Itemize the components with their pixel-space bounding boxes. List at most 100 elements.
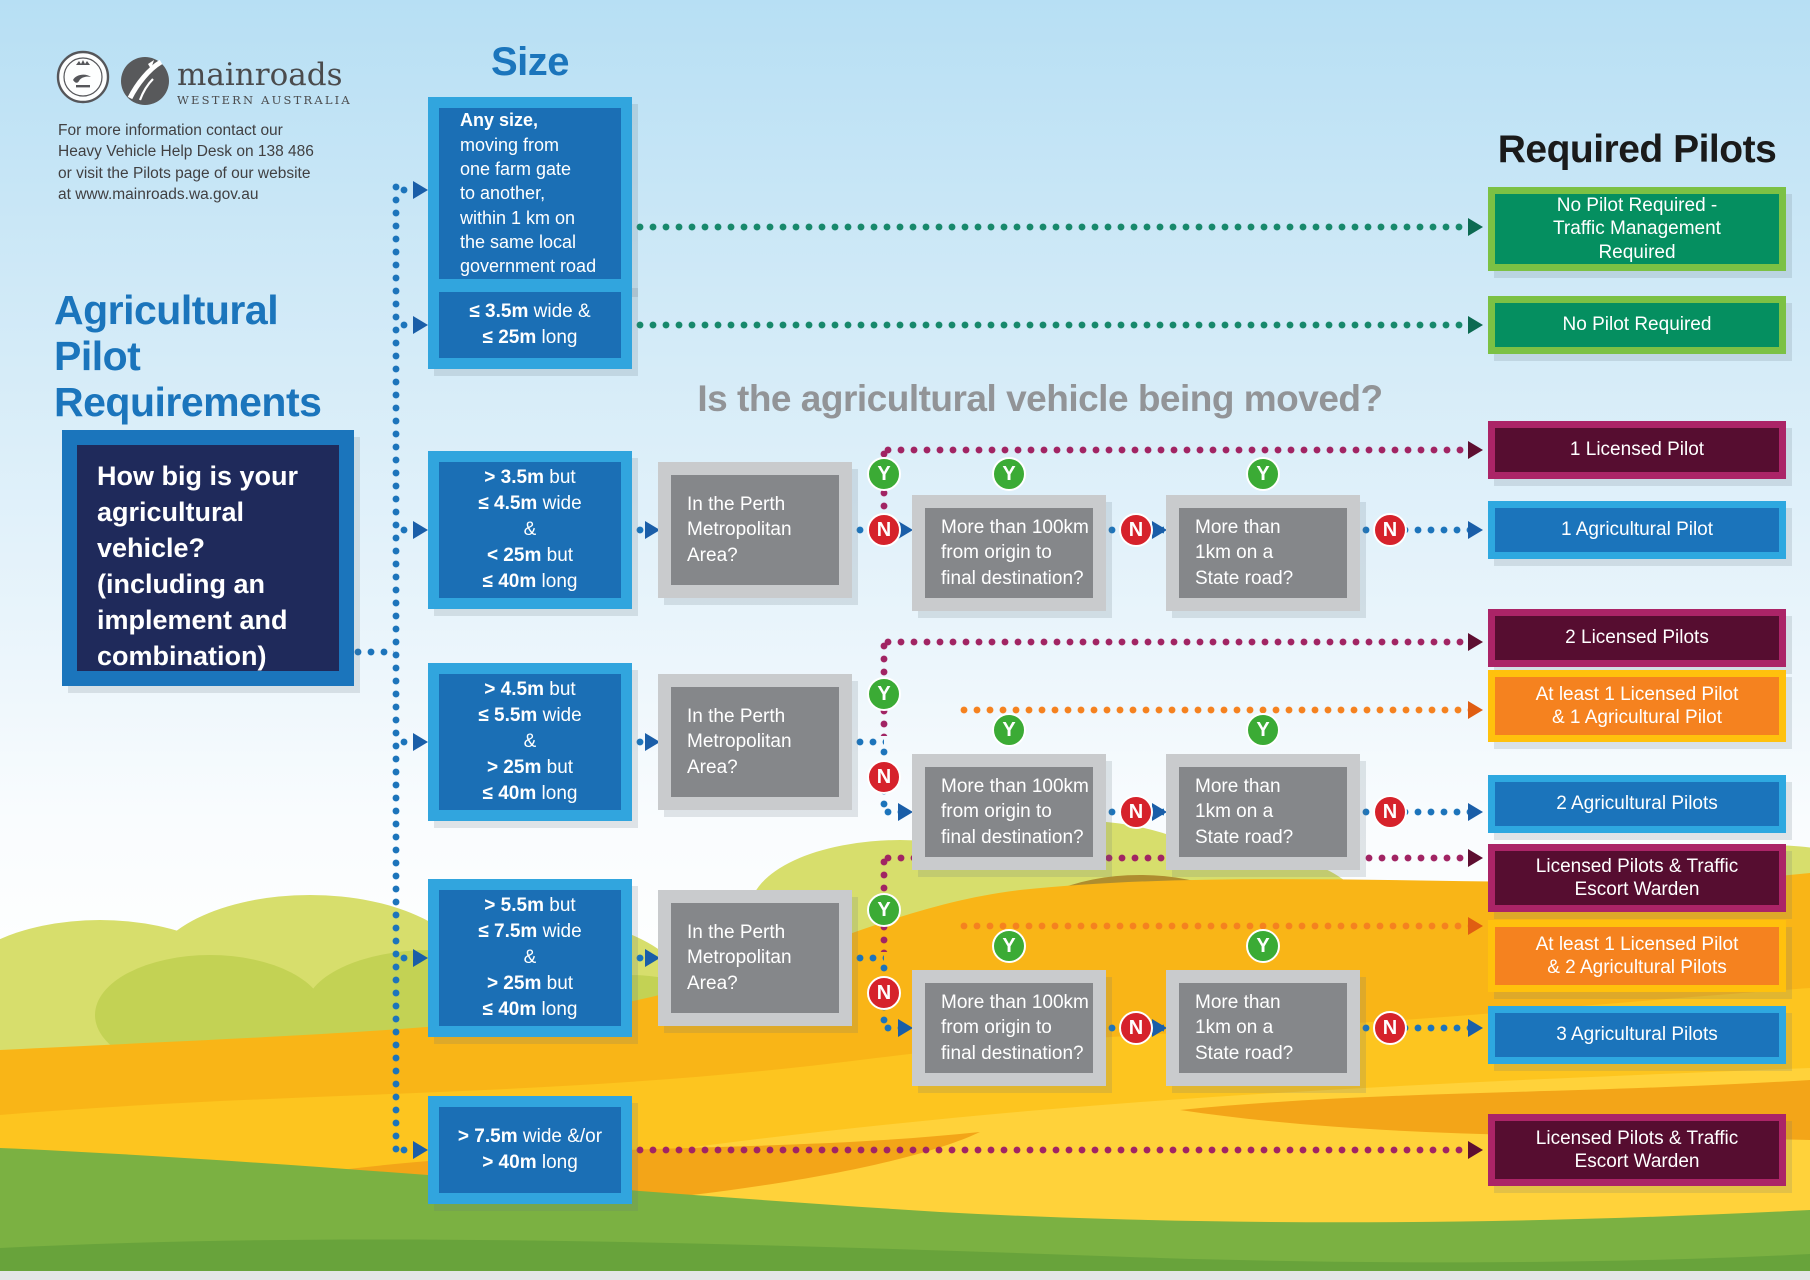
dotted-connector [400,186,416,194]
result-text: 1 Agricultural Pilot [1495,508,1779,552]
arrowhead-icon [1468,218,1483,236]
result-box-1-licensed-1-agricultural: At least 1 Licensed Pilot& 1 Agricultura… [1488,670,1786,742]
size-box-over-7-5m: > 7.5m wide &/or> 40m long [428,1096,632,1204]
dotted-connector [884,638,1468,646]
dotted-connector [960,706,1468,714]
dotted-connector [400,321,416,329]
no-badge: N [867,760,901,794]
yes-badge: Y [867,677,901,711]
yes-badge: Y [992,929,1026,963]
dotted-connector [400,1146,416,1154]
size-box-5-5-to-7-5m: > 5.5m but≤ 7.5m wide&> 25m but≤ 40m lon… [428,879,632,1037]
arrowhead-icon [645,733,660,751]
result-text: 2 Agricultural Pilots [1495,782,1779,826]
yes-badge: Y [867,457,901,491]
result-text: 1 Licensed Pilot [1495,428,1779,472]
decision-section-header: Is the agricultural vehicle being moved? [697,378,1383,419]
dotted-connector [1362,1024,1468,1032]
size-box-under-3-5m: ≤ 3.5m wide &≤ 25m long [428,281,632,369]
dotted-connector [960,922,1468,930]
dotted-connector [884,808,902,816]
yes-badge: Y [1246,929,1280,963]
no-badge: N [1119,1011,1153,1045]
arrowhead-icon [1468,1019,1483,1037]
result-box-1-licensed-pilot: 1 Licensed Pilot [1488,421,1786,479]
result-text: 2 Licensed Pilots [1495,616,1779,660]
dotted-connector [856,738,884,746]
dotted-connector [354,648,394,656]
result-text: At least 1 Licensed Pilot& 2 Agricultura… [1495,927,1779,985]
dotted-connector [636,223,1468,231]
arrowhead-icon [1152,1019,1167,1037]
arrowhead-icon [413,521,428,539]
result-box-2-agricultural-pilots: 2 Agricultural Pilots [1488,775,1786,833]
size-box-text: > 4.5m but≤ 5.5m wide&> 25m but≤ 40m lon… [439,674,621,810]
logo-name: mainroads [177,57,343,93]
arrowhead-icon [413,181,428,199]
dotted-connector [1362,808,1468,816]
arrowhead-icon [1468,917,1483,935]
size-box-text: > 7.5m wide &/or> 40m long [439,1107,621,1193]
dotted-connector [636,321,1468,329]
result-box-no-pilot: No Pilot Required [1488,296,1786,354]
no-badge: N [1373,795,1407,829]
yes-badge: Y [867,893,901,927]
no-badge: N [1373,1011,1407,1045]
arrowhead-icon [1152,803,1167,821]
dotted-connector [636,738,652,746]
no-badge: N [1373,513,1407,547]
size-column-header: Size [490,40,570,84]
mainroads-logo-icon [121,57,169,105]
result-text: 3 Agricultural Pilots [1495,1013,1779,1057]
no-badge: N [1119,795,1153,829]
dotted-connector [856,954,884,962]
wa-government-crest-icon [56,50,110,104]
arrowhead-icon [1468,701,1483,719]
arrowhead-icon [898,803,913,821]
arrowhead-icon [413,316,428,334]
yes-badge: Y [992,457,1026,491]
dotted-connector [392,183,400,1154]
size-box-text: > 3.5m but≤ 4.5m wide&< 25m but≤ 40m lon… [439,462,621,598]
green-hill-foreground [0,1239,1810,1280]
result-text: No Pilot Required [1495,303,1779,347]
arrowhead-icon [898,521,913,539]
no-badge: N [867,513,901,547]
dotted-connector [884,446,1468,454]
arrowhead-icon [1468,1141,1483,1159]
arrowhead-icon [645,949,660,967]
logo-subtitle: WESTERN AUSTRALIA [177,93,352,107]
dotted-connector [400,738,416,746]
arrowhead-icon [413,1141,428,1159]
arrowhead-icon [1468,803,1483,821]
required-pilots-header: Required Pilots [1497,128,1777,171]
page-bottom-strip [0,1271,1810,1280]
result-box-3-agricultural-pilots: 3 Agricultural Pilots [1488,1006,1786,1064]
arrowhead-icon [645,521,660,539]
arrowhead-icon [413,733,428,751]
